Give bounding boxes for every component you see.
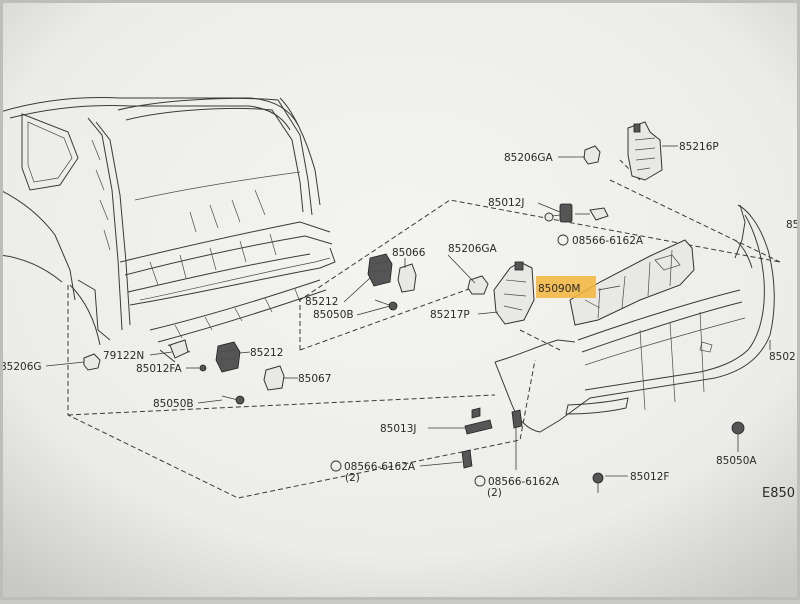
label-85206GA-top[interactable]: 85206GA xyxy=(504,152,554,164)
label-8502-partial[interactable]: 8502 xyxy=(769,351,796,363)
label-08566-left[interactable]: 08566-6162A xyxy=(344,461,416,473)
label-85012FA[interactable]: 85012FA xyxy=(136,363,182,375)
label-85050B-low[interactable]: 85050B xyxy=(153,398,194,410)
label-85012J[interactable]: 85012J xyxy=(488,197,525,209)
part-85206GA-clip-top xyxy=(583,145,601,165)
part-85067-bracket xyxy=(263,365,285,391)
label-85206G[interactable]: 85206G xyxy=(0,361,42,373)
label-08566-mid[interactable]: 08566-6162A xyxy=(488,476,560,488)
part-85206G-clip-left xyxy=(83,353,101,371)
part-85013J-garnish xyxy=(464,407,493,435)
screw-symbol-left xyxy=(330,460,342,472)
part-85050B-bolt-low xyxy=(221,395,245,405)
label-85216P[interactable]: 85216P xyxy=(679,141,719,153)
part-08566-screws xyxy=(461,409,745,493)
label-08566-left-qty: (2) xyxy=(345,472,360,484)
label-85212-mid[interactable]: 85212 xyxy=(250,347,283,359)
label-85012F[interactable]: 85012F xyxy=(630,471,669,483)
part-85212-spacer-top xyxy=(367,253,393,287)
label-85067[interactable]: 85067 xyxy=(298,373,331,385)
diagram-code-partial: E850 xyxy=(762,486,795,501)
part-85012J-clip xyxy=(544,203,609,223)
part-85216P-bracket xyxy=(627,121,663,181)
label-85050A[interactable]: 85050A xyxy=(716,455,757,467)
vehicle-body-outline xyxy=(0,97,336,363)
label-85013J[interactable]: 85013J xyxy=(380,423,417,435)
label-85090M[interactable]: 85090M xyxy=(538,283,580,295)
label-85206GA-mid[interactable]: 85206GA xyxy=(448,243,498,255)
label-85-partial[interactable]: 85 xyxy=(786,219,799,231)
label-85066[interactable]: 85066 xyxy=(392,247,426,259)
label-85050B-top[interactable]: 85050B xyxy=(313,309,354,321)
part-number-labels: 85206GA 85216P 85012J 08566-6162A 85066 … xyxy=(0,141,799,501)
leader-lines xyxy=(45,145,771,477)
part-85090M-energy-absorber xyxy=(569,239,695,326)
screw-symbol-top xyxy=(557,234,569,246)
screw-symbol-mid xyxy=(474,475,486,487)
part-85066-bracket xyxy=(397,263,417,293)
part-85217P-side-bracket xyxy=(493,261,535,325)
label-79122N[interactable]: 79122N xyxy=(103,350,144,362)
part-85012FA-clip xyxy=(199,364,207,372)
rear-bumper-fascia xyxy=(494,204,775,433)
highlight-85090M xyxy=(536,276,596,298)
part-79122N-bracket xyxy=(169,339,189,359)
part-85212-spacer-mid xyxy=(215,341,241,373)
label-08566-mid-qty: (2) xyxy=(487,487,502,499)
label-85217P[interactable]: 85217P xyxy=(430,309,470,321)
label-08566-top[interactable]: 08566-6162A xyxy=(572,235,644,247)
label-85212-top[interactable]: 85212 xyxy=(305,296,338,308)
